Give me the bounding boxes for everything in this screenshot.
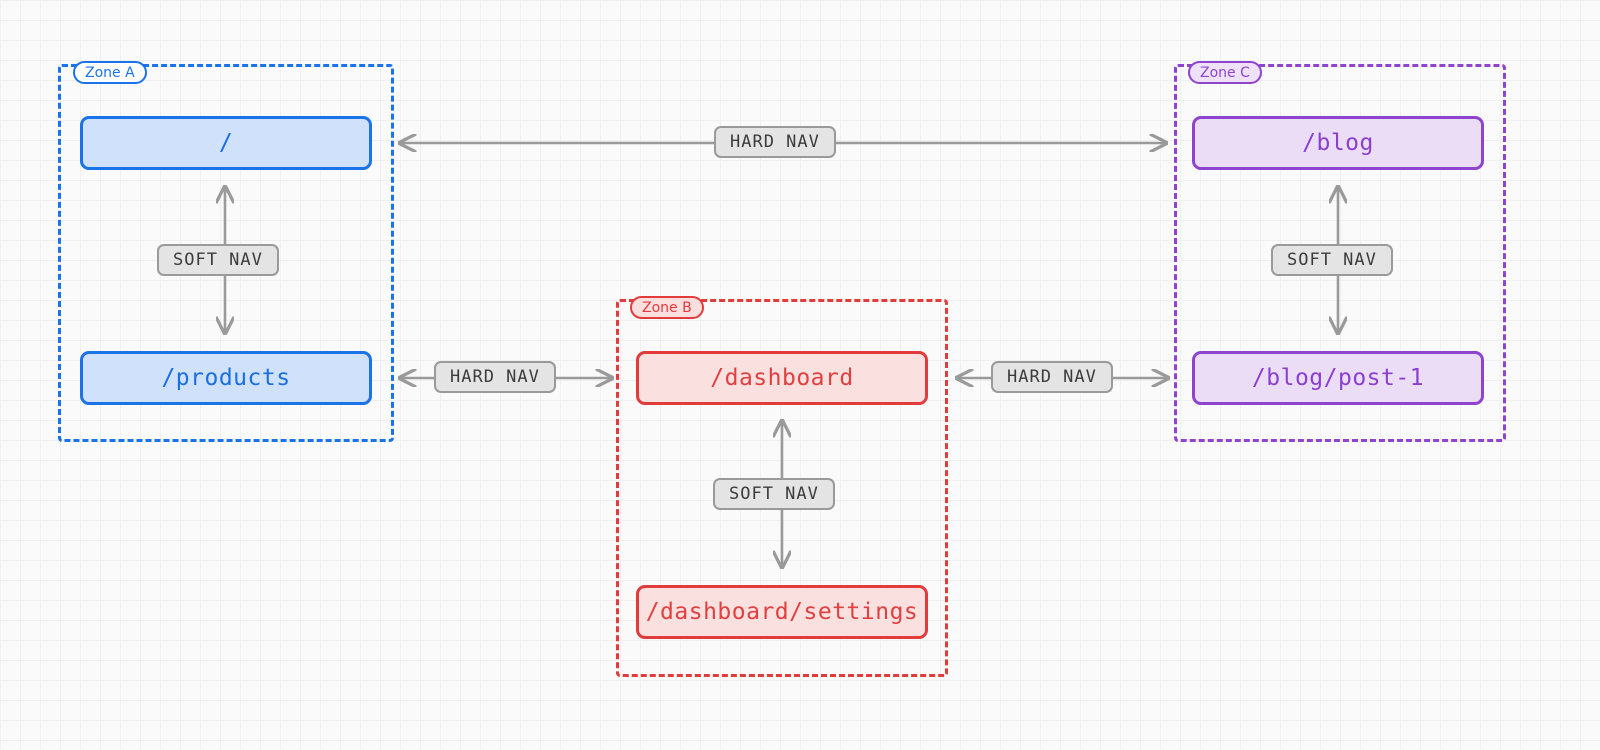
zone-b-label[interactable]: Zone B xyxy=(630,296,704,319)
zone-b-container[interactable] xyxy=(616,299,948,677)
edge-label-soft-nav-zone-b[interactable]: SOFT NAV xyxy=(713,478,835,510)
node-blog-post-1[interactable]: /blog/post-1 xyxy=(1192,351,1484,405)
node-products[interactable]: /products xyxy=(80,351,372,405)
edge-label-soft-nav-zone-a[interactable]: SOFT NAV xyxy=(157,244,279,276)
zone-c-container[interactable] xyxy=(1174,64,1506,442)
zone-a-container[interactable] xyxy=(58,64,394,442)
node-dashboard-settings[interactable]: /dashboard/settings xyxy=(636,585,928,639)
edge-label-hard-nav-root-blog[interactable]: HARD NAV xyxy=(714,126,836,158)
node-dashboard[interactable]: /dashboard xyxy=(636,351,928,405)
edge-label-hard-nav-products-dashboard[interactable]: HARD NAV xyxy=(434,361,556,393)
node-blog[interactable]: /blog xyxy=(1192,116,1484,170)
edge-label-hard-nav-dashboard-post[interactable]: HARD NAV xyxy=(991,361,1113,393)
zone-c-label[interactable]: Zone C xyxy=(1188,61,1262,84)
zone-a-label[interactable]: Zone A xyxy=(73,61,147,84)
node-root[interactable]: / xyxy=(80,116,372,170)
edge-label-soft-nav-zone-c[interactable]: SOFT NAV xyxy=(1271,244,1393,276)
